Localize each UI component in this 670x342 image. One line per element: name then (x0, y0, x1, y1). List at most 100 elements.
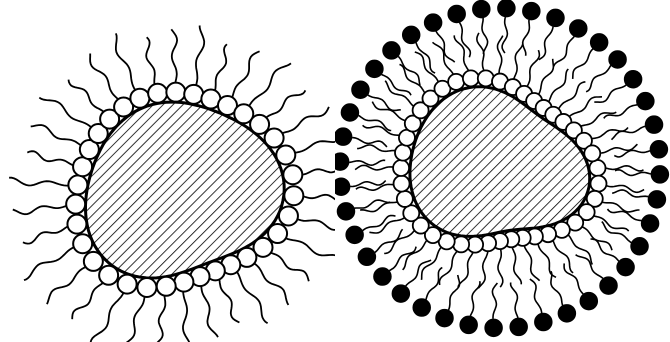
outer-tail (349, 160, 385, 165)
surfactant-tail (23, 226, 68, 243)
inner-surfactant-head (463, 70, 479, 86)
surfactant-tail (183, 291, 190, 342)
surfactant-head (284, 186, 303, 205)
inner-tail (372, 102, 405, 121)
inner-tail (403, 240, 427, 269)
outer-surfactant-head (580, 293, 597, 310)
surfactant-tail (171, 29, 177, 83)
inner-tail (356, 184, 394, 190)
outer-surfactant-head (591, 34, 608, 51)
outer-surfactant-head (498, 0, 515, 17)
inner-tail (524, 246, 539, 281)
surfactant-head (118, 275, 137, 294)
inner-tail (581, 112, 617, 126)
surfactant-tail (196, 26, 204, 86)
surfactant-head (66, 195, 85, 214)
outer-tail (564, 263, 583, 294)
outer-surfactant-head (352, 81, 369, 98)
surfactant-tail (47, 267, 86, 305)
outer-surfactant-head (523, 3, 540, 20)
outer-surfactant-head (535, 314, 552, 331)
surfactant-head (68, 175, 87, 194)
surfactant-head (67, 215, 86, 234)
outer-surfactant-head (617, 259, 634, 276)
inner-surfactant-head (584, 145, 600, 161)
outer-surfactant-head (335, 128, 352, 145)
surfactant-head (99, 266, 118, 285)
inner-tail (498, 36, 503, 74)
outer-surfactant-head (609, 51, 626, 68)
outer-surfactant-head (650, 141, 667, 158)
inner-surfactant-head (590, 160, 606, 176)
outer-tail (604, 105, 637, 119)
surfactant-tail (201, 286, 218, 338)
inner-surfactant-head (397, 191, 413, 207)
surfactant-tail (295, 130, 336, 153)
inner-surfactant-head (478, 70, 494, 86)
outer-surfactant-head (637, 93, 654, 110)
outer-surfactant-head (366, 60, 383, 77)
inner-surfactant-head (394, 176, 410, 192)
inner-tail (498, 249, 503, 287)
surfactant-tail (266, 90, 306, 117)
inner-tail (355, 165, 393, 170)
outer-tail (615, 170, 651, 176)
outer-surfactant-head (383, 42, 400, 59)
surfactant-head (174, 273, 193, 292)
outer-surfactant-head (473, 1, 490, 18)
surfactant-tail (270, 253, 309, 282)
outer-surfactant-head (403, 26, 420, 43)
surfactant-head (157, 277, 176, 296)
outer-surfactant-head (631, 238, 648, 255)
outer-tail (470, 281, 480, 316)
surfactant-tail (9, 178, 69, 186)
surfactant-head (166, 83, 185, 102)
outer-tail (576, 255, 603, 279)
inner-tail (512, 247, 521, 284)
outer-tail (350, 181, 386, 187)
outer-surfactant-head (341, 104, 358, 121)
inner-tail (514, 42, 523, 79)
inner-tail (357, 145, 395, 151)
inner-tail (600, 144, 637, 153)
outer-surfactant-head (642, 215, 659, 232)
outer-surfactant-head (346, 226, 363, 243)
inner-surfactant-head (453, 236, 469, 252)
outer-surfactant-head (646, 116, 663, 133)
surfactant-tail (69, 80, 105, 112)
outer-surfactant-head (485, 319, 502, 336)
surfactant-tail (91, 293, 124, 342)
surfactant-tail (13, 206, 67, 215)
inner-tail (549, 69, 569, 102)
inner-tail (369, 218, 404, 233)
surfactant-tail (237, 272, 268, 324)
outer-tail (539, 27, 553, 60)
surfactant-head (137, 278, 156, 297)
surfactant-tail (285, 238, 335, 260)
surfactant-head (250, 115, 269, 134)
outer-surfactant-head (600, 277, 617, 294)
inner-tail (363, 125, 400, 135)
inner-tail (527, 50, 539, 86)
outer-tail (398, 56, 420, 85)
outer-tail (551, 271, 563, 305)
outer-surfactant-head (337, 203, 354, 220)
surfactant-tail (157, 295, 165, 342)
surfactant-tail (232, 51, 259, 98)
outer-surfactant-head (392, 285, 409, 302)
surfactant-head (268, 224, 287, 243)
monolayer-micelle-drawing (0, 0, 335, 342)
outer-tail (614, 150, 650, 157)
outer-surfactant-head (460, 316, 477, 333)
surfactant-tail (116, 33, 135, 90)
outer-tail (594, 85, 626, 102)
surfactant-tail (39, 98, 91, 128)
surfactant-head (184, 85, 203, 104)
outer-tail (449, 275, 460, 310)
outer-surfactant-head (448, 5, 465, 22)
surfactant-head (130, 89, 149, 108)
inner-surfactant-head (395, 145, 411, 161)
outer-tail (406, 260, 431, 286)
outer-tail (492, 283, 497, 319)
outer-tail (523, 20, 530, 56)
